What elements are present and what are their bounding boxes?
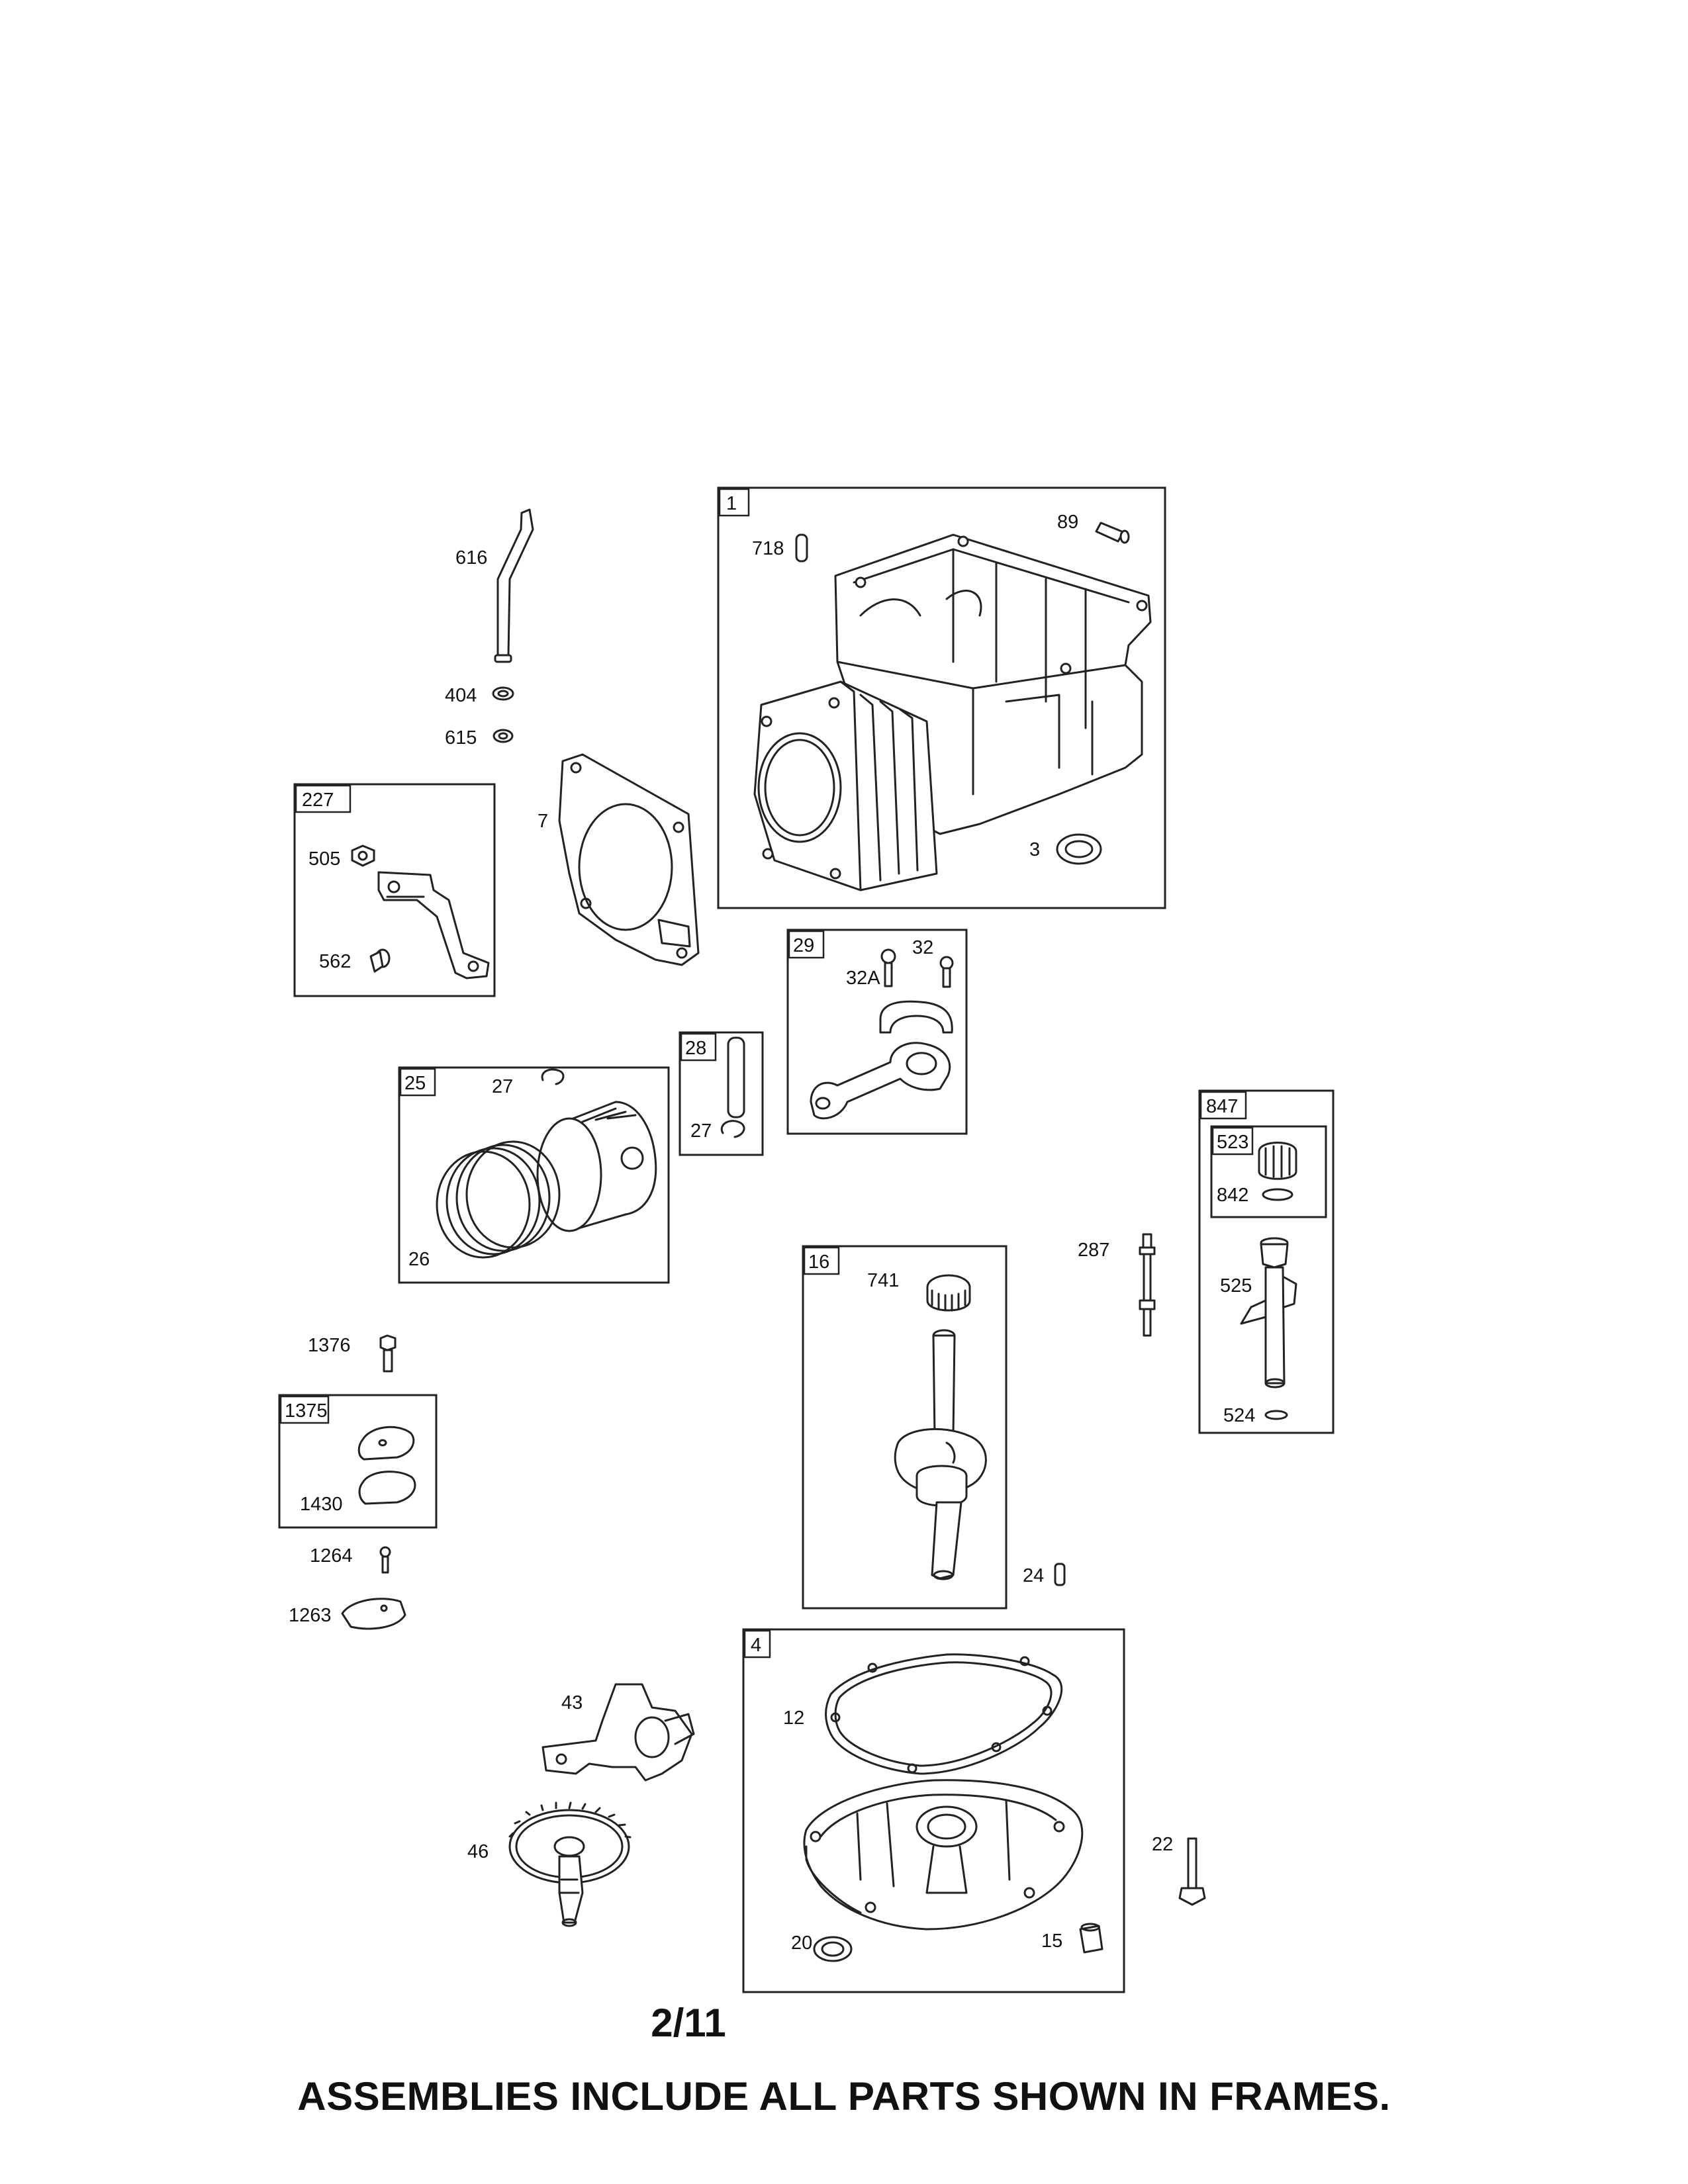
part-89-plug — [1095, 522, 1130, 544]
part-524-o-ring — [1264, 1410, 1288, 1420]
part-32a-label: 32A — [846, 968, 880, 989]
frame-4-label: 4 — [751, 1635, 761, 1656]
part-27b-label: 27 — [690, 1120, 712, 1142]
part-842-o-ring — [1262, 1188, 1293, 1201]
part-7-label: 7 — [538, 811, 548, 832]
frame-4-crankcase-cover-assembly: 4 12 20 — [742, 1628, 1125, 1993]
part-505-nut — [351, 844, 375, 867]
part-46-camshaft-gear — [508, 1801, 632, 1927]
frame-1-cylinder-assembly: 1 718 89 — [717, 486, 1166, 909]
part-22-bolt — [1178, 1837, 1206, 1906]
part-1430-label: 1430 — [300, 1494, 343, 1515]
part-27-retaining-ring-a — [541, 1068, 565, 1085]
frame-28-piston-pin-assembly: 28 27 — [679, 1031, 764, 1156]
part-842-label: 842 — [1217, 1185, 1248, 1206]
part-227-bracket — [377, 871, 490, 979]
part-1263-label: 1263 — [289, 1605, 332, 1626]
frame-523-label: 523 — [1217, 1132, 1248, 1153]
part-404-label: 404 — [445, 685, 477, 706]
part-26-piston-rings — [436, 1140, 561, 1259]
part-562-label: 562 — [319, 951, 351, 972]
page-number: 2/11 — [651, 2001, 726, 2045]
part-4-crankcase-cover — [803, 1779, 1084, 1931]
part-287-label: 287 — [1078, 1240, 1109, 1261]
frame-847-label: 847 — [1206, 1096, 1238, 1117]
part-523-dipstick-cap — [1258, 1142, 1297, 1180]
part-718-dowel-pin — [795, 533, 808, 563]
frame-1-label: 1 — [726, 493, 737, 514]
frame-227-label: 227 — [302, 790, 334, 811]
part-29-connecting-rod — [810, 1042, 951, 1120]
part-525-label: 525 — [1220, 1275, 1252, 1297]
frame-16-label: 16 — [808, 1251, 829, 1273]
part-1376-label: 1376 — [308, 1335, 351, 1356]
frame-1375-label: 1375 — [285, 1400, 328, 1422]
frame-523-box — [1210, 1125, 1327, 1218]
part-26-label: 26 — [408, 1249, 430, 1270]
part-24-key — [1054, 1563, 1066, 1586]
part-741-label: 741 — [867, 1270, 899, 1291]
part-29-rod-cap — [879, 1000, 953, 1034]
frame-29-connecting-rod-assembly: 29 32A 32 — [786, 929, 968, 1135]
part-27a-label: 27 — [492, 1076, 513, 1097]
frame-227-bracket-assembly: 227 505 562 — [293, 783, 496, 997]
frame-1375-breather-assembly: 1375 1430 — [278, 1394, 438, 1529]
part-20-oil-seal — [813, 1936, 853, 1962]
part-524-label: 524 — [1223, 1405, 1255, 1426]
part-616-dipstick-tube — [494, 508, 534, 663]
part-562-screw — [369, 948, 391, 973]
frame-847-dipstick-assembly: 847 523 842 525 524 — [1198, 1089, 1335, 1434]
frame-25-label: 25 — [404, 1073, 426, 1094]
part-7-cylinder-head-gasket — [558, 753, 700, 966]
part-20-label: 20 — [791, 1933, 812, 1954]
part-615-seal — [492, 729, 514, 743]
part-1264-label: 1264 — [310, 1545, 353, 1567]
part-27-retaining-ring-b — [720, 1120, 745, 1138]
part-22-label: 22 — [1152, 1834, 1173, 1855]
part-43-oil-pump — [541, 1683, 695, 1782]
part-404-o-ring — [492, 686, 514, 701]
part-616-label: 616 — [455, 547, 487, 569]
part-15-label: 15 — [1041, 1931, 1062, 1952]
part-1430-gasket — [358, 1471, 416, 1505]
part-287-stud — [1139, 1233, 1156, 1337]
part-32-label: 32 — [912, 937, 933, 958]
part-32-screw — [939, 956, 954, 988]
part-24-label: 24 — [1023, 1565, 1044, 1586]
frame-28-label: 28 — [685, 1038, 706, 1059]
part-12-label: 12 — [783, 1707, 804, 1729]
part-1264-screw — [379, 1546, 391, 1574]
part-15-plug — [1079, 1923, 1103, 1954]
part-1376-bolt — [379, 1334, 397, 1373]
part-615-label: 615 — [445, 727, 477, 749]
part-32a-screw — [880, 948, 896, 987]
part-28-piston-pin — [727, 1036, 745, 1118]
part-3-label: 3 — [1029, 839, 1040, 860]
part-16-crankshaft — [894, 1329, 987, 1580]
part-89-label: 89 — [1057, 512, 1078, 533]
part-718-label: 718 — [752, 538, 784, 559]
part-741-timing-gear — [926, 1274, 971, 1312]
part-43-label: 43 — [561, 1692, 583, 1713]
part-1-cylinder-block — [753, 533, 1152, 891]
part-525-dipstick-tube — [1240, 1237, 1297, 1388]
footer-note: ASSEMBLIES INCLUDE ALL PARTS SHOWN IN FR… — [297, 2074, 1391, 2118]
part-1263-bracket — [341, 1598, 406, 1630]
part-12-cover-gasket — [825, 1653, 1063, 1775]
part-505-label: 505 — [308, 848, 340, 870]
part-25-piston — [536, 1101, 657, 1232]
part-1375-cover-plate — [357, 1426, 415, 1461]
part-3-oil-seal — [1056, 833, 1102, 865]
frame-16-crankshaft-assembly: 16 741 — [802, 1245, 1008, 1610]
part-46-label: 46 — [467, 1841, 489, 1862]
frame-25-piston-assembly: 25 27 26 — [398, 1066, 670, 1284]
frame-29-label: 29 — [793, 935, 814, 956]
